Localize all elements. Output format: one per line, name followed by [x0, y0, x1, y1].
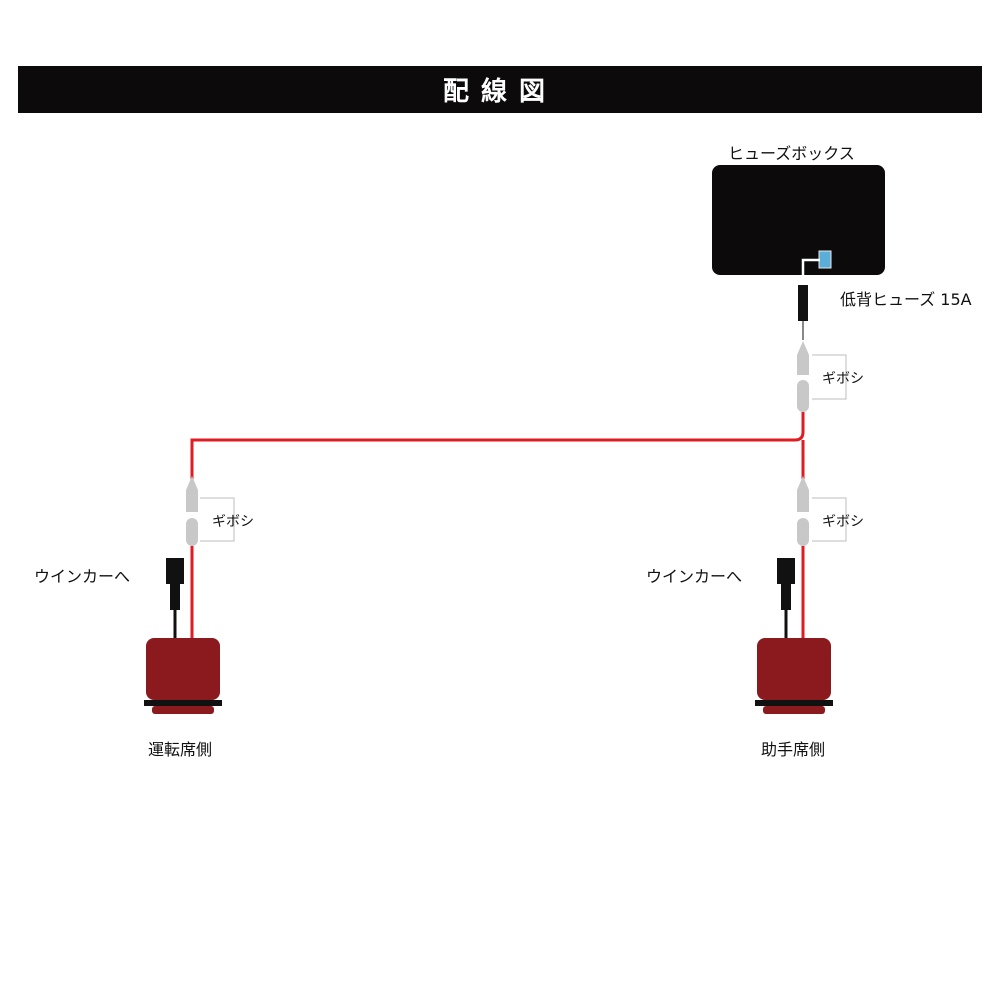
gibosi-connector-right [797, 476, 847, 546]
page-title: 配線図 [18, 66, 982, 113]
fuse-box-label: ヒューズボックス [728, 144, 855, 163]
fuse-label: 低背ヒューズ 15A [840, 290, 972, 309]
fuse-icon [818, 250, 832, 269]
passenger-side-socket [755, 546, 833, 714]
driver-side-socket [144, 546, 222, 714]
winker-label-right: ウインカーへ [646, 567, 743, 586]
gibosi-label-top: ギボシ [822, 371, 864, 387]
fuse-tap-wire [801, 258, 820, 287]
driver-side-label: 運転席側 [148, 740, 213, 759]
gibosi-label-right: ギボシ [822, 514, 864, 530]
winker-label-left: ウインカーへ [34, 567, 131, 586]
gibosi-connector-top [797, 341, 847, 412]
fuse-lead-black [798, 285, 808, 321]
gibosi-connector-left [186, 476, 235, 546]
main-red-wire [190, 412, 805, 480]
passenger-side-label: 助手席側 [761, 740, 826, 759]
fuse-box [712, 165, 885, 275]
gibosi-label-left: ギボシ [212, 514, 254, 530]
